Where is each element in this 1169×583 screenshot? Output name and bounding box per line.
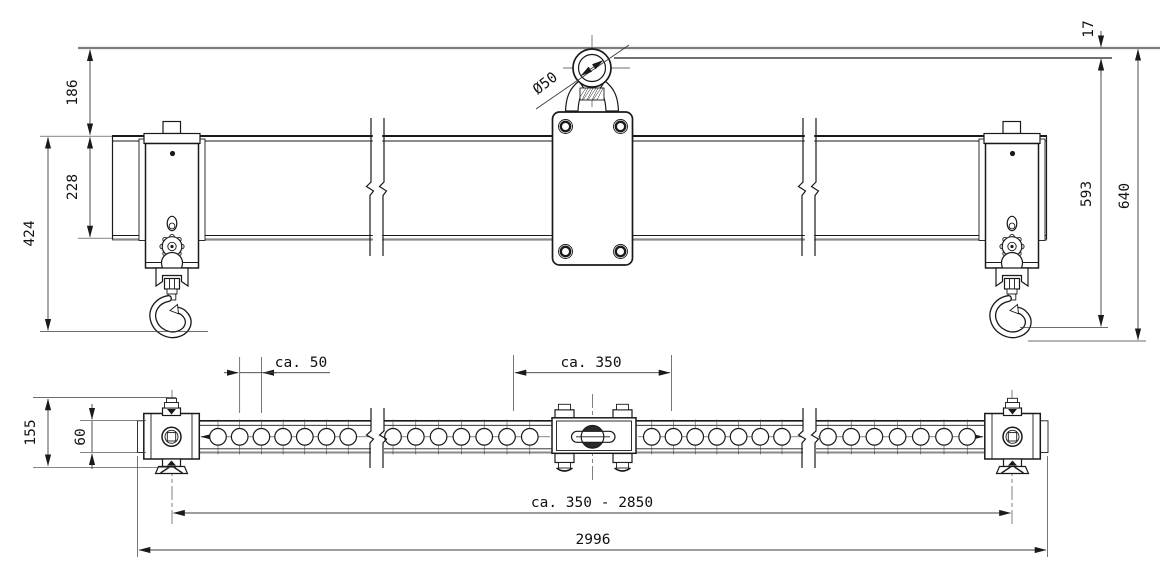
dim-label-60: 60 [73, 428, 89, 445]
end-block-right [984, 397, 1042, 475]
dim-label-228: 228 [65, 174, 81, 200]
dim-label-eye-diameter: Ø50 [530, 69, 560, 98]
end-block-left [143, 397, 201, 475]
rail-break-right [797, 408, 820, 468]
dim-label-186: 186 [65, 79, 81, 105]
bottom-view: 155 60 ca. 50 ca. 350 ca. 350 - 2850 299… [23, 355, 1049, 557]
center-block-top-bolts [554, 403, 633, 420]
dim-label-640: 640 [1117, 183, 1133, 209]
clevis-pin [579, 87, 605, 101]
beam-break-left [365, 118, 388, 256]
center-plate-bolts [558, 119, 628, 259]
beam-break-right [797, 118, 820, 256]
rail-break-left [365, 408, 388, 468]
drilled-rail [137, 408, 1049, 468]
dim-label-overall-length: 2996 [576, 532, 611, 548]
center-block-bottom-bolts [554, 452, 633, 472]
suspension-assembly [551, 35, 634, 266]
dim-label-17: 17 [1081, 20, 1097, 37]
center-plate [551, 111, 634, 266]
right-hook-trolley [979, 122, 1045, 335]
rail-right-stub [1039, 420, 1049, 453]
dim-label-424: 424 [22, 220, 38, 246]
left-hook-trolley [139, 122, 205, 335]
dim-label-center-section: ca. 350 [560, 355, 621, 371]
front-view: 186 228 424 17 593 640 Ø50 [22, 20, 1160, 342]
center-clamp-block [551, 403, 637, 472]
dim-label-155: 155 [23, 419, 39, 445]
dim-label-hole-pitch: ca. 50 [275, 355, 327, 371]
bottom-dimensions: 155 60 ca. 50 ca. 350 ca. 350 - 2850 299… [23, 355, 1048, 557]
dim-label-593: 593 [1079, 181, 1095, 207]
rail-holes [209, 419, 977, 455]
dim-label-hook-range: ca. 350 - 2850 [531, 495, 653, 511]
